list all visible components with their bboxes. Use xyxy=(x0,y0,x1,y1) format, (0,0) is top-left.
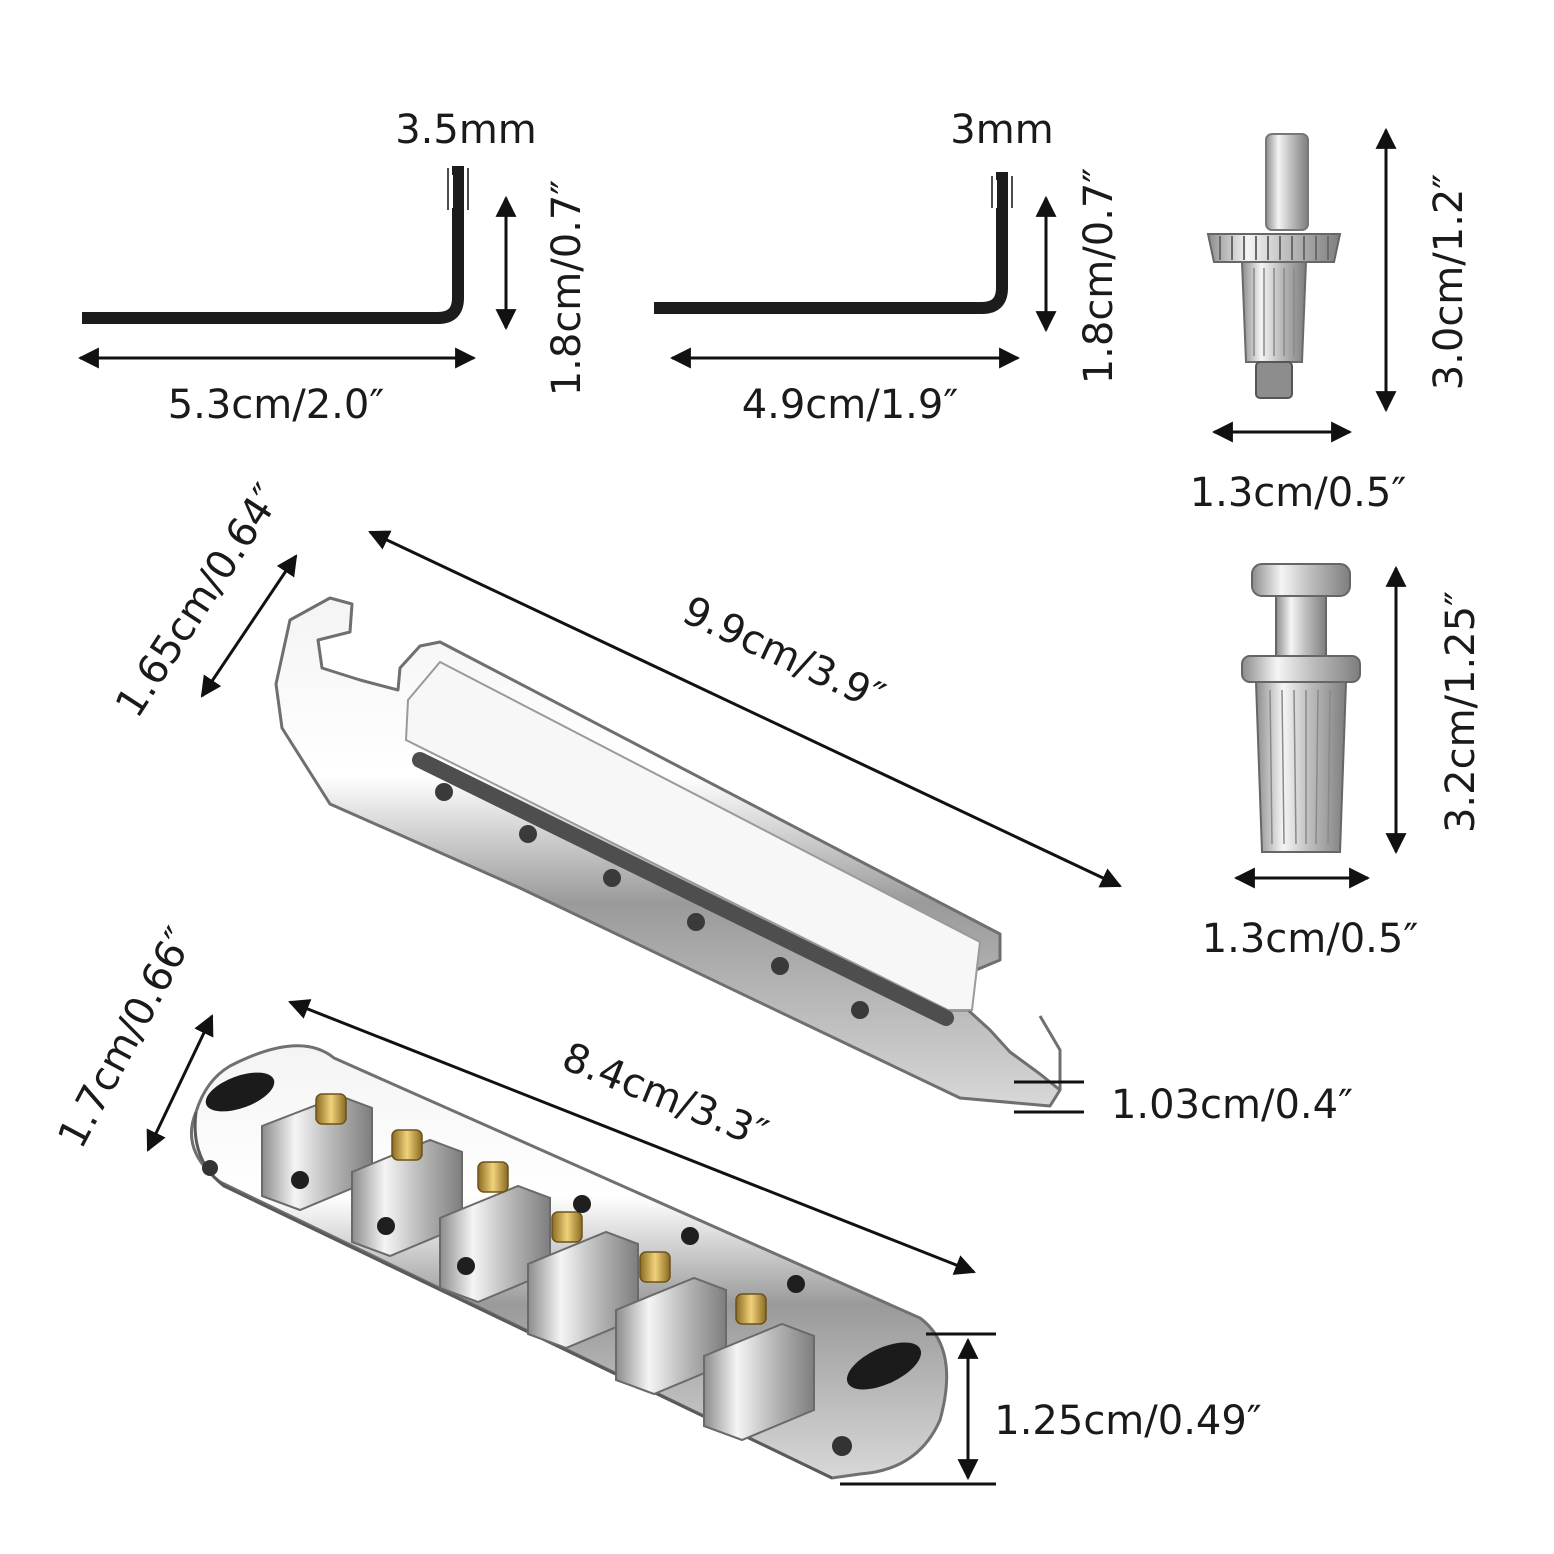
tailpiece-length-label: 9.9cm/3.9″ xyxy=(676,588,892,721)
bridge-length-label: 8.4cm/3.3″ xyxy=(556,1034,774,1158)
anchor-stud-image xyxy=(1241,563,1361,853)
tailpiece-width-arrow xyxy=(200,554,298,698)
wrench-large-height-label: 1.8cm/0.7″ xyxy=(544,180,590,397)
wrench-large-tip-label: 3.5mm xyxy=(395,107,537,153)
knurled-stud-image xyxy=(1206,133,1342,399)
wrench-small-length-label: 4.9cm/1.9″ xyxy=(742,382,959,428)
anchor-stud-height-label: 3.2cm/1.25″ xyxy=(1438,591,1484,833)
knurled-stud-width-label: 1.3cm/0.5″ xyxy=(1190,470,1407,516)
tailpiece-thickness-label: 1.03cm/0.4″ xyxy=(1111,1082,1353,1128)
wrench-small-tip-label: 3mm xyxy=(950,107,1053,153)
bridge-width-arrow xyxy=(146,1014,214,1152)
tailpiece-width-label: 1.65cm/0.64″ xyxy=(107,476,291,725)
anchor-stud-width-label: 1.3cm/0.5″ xyxy=(1202,916,1419,962)
bridge-height-label: 1.25cm/0.49″ xyxy=(994,1398,1262,1444)
hex-wrench-large xyxy=(82,166,469,324)
tailpiece-length-arrow xyxy=(368,530,1122,888)
bridge-width-label: 1.7cm/0.66″ xyxy=(49,920,203,1155)
wrench-small-height-label: 1.8cm/0.7″ xyxy=(1076,168,1122,385)
knurled-stud-height-label: 3.0cm/1.2″ xyxy=(1426,174,1472,391)
hex-wrench-small xyxy=(654,172,1013,314)
wrench-large-length-label: 5.3cm/2.0″ xyxy=(168,382,385,428)
bridge-length-arrow xyxy=(288,999,976,1275)
